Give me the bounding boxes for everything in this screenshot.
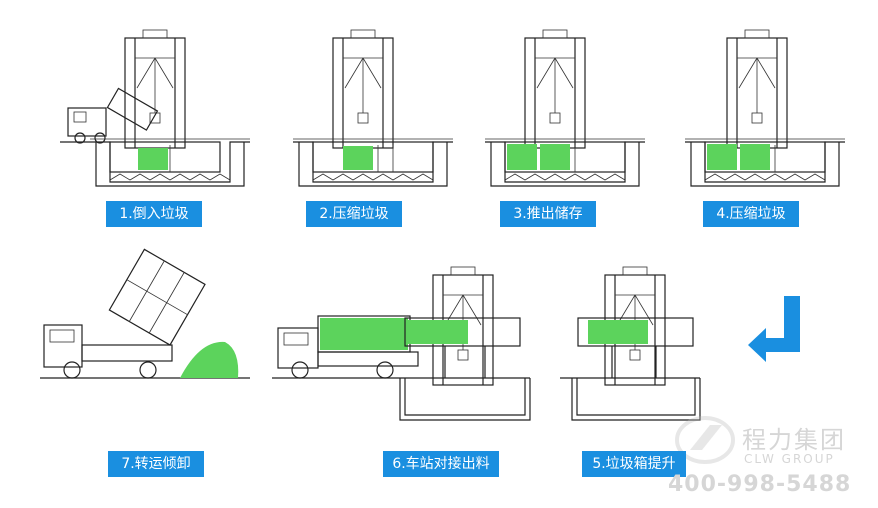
step3-label: 3.推出储存 — [500, 201, 596, 227]
step5-label: 5.垃圾箱提升 — [582, 451, 686, 477]
clw-logo-icon — [675, 416, 735, 464]
step4-drawing — [684, 29, 846, 187]
step6-label: 6.车站对接出料 — [383, 451, 499, 477]
step2-label: 2.压缩垃圾 — [306, 201, 402, 227]
step1-label: 1.倒入垃圾 — [106, 201, 202, 227]
watermark-company-en: CLW GROUP — [744, 452, 835, 466]
watermark-company-cn: 程力集团 — [742, 426, 846, 454]
step1-drawing — [60, 29, 251, 187]
step5-drawing — [560, 266, 701, 421]
step4-label: 4.压缩垃圾 — [703, 201, 799, 227]
step2-drawing — [292, 29, 454, 187]
step3-drawing — [484, 29, 646, 187]
step7-drawing — [40, 248, 250, 379]
step7-label: 7.转运倾卸 — [108, 451, 204, 477]
step6-drawing — [272, 266, 531, 421]
garbage-truck-icon — [67, 87, 159, 144]
return-arrow-icon — [748, 296, 800, 362]
watermark-phone: 400-998-5488 — [668, 472, 852, 497]
